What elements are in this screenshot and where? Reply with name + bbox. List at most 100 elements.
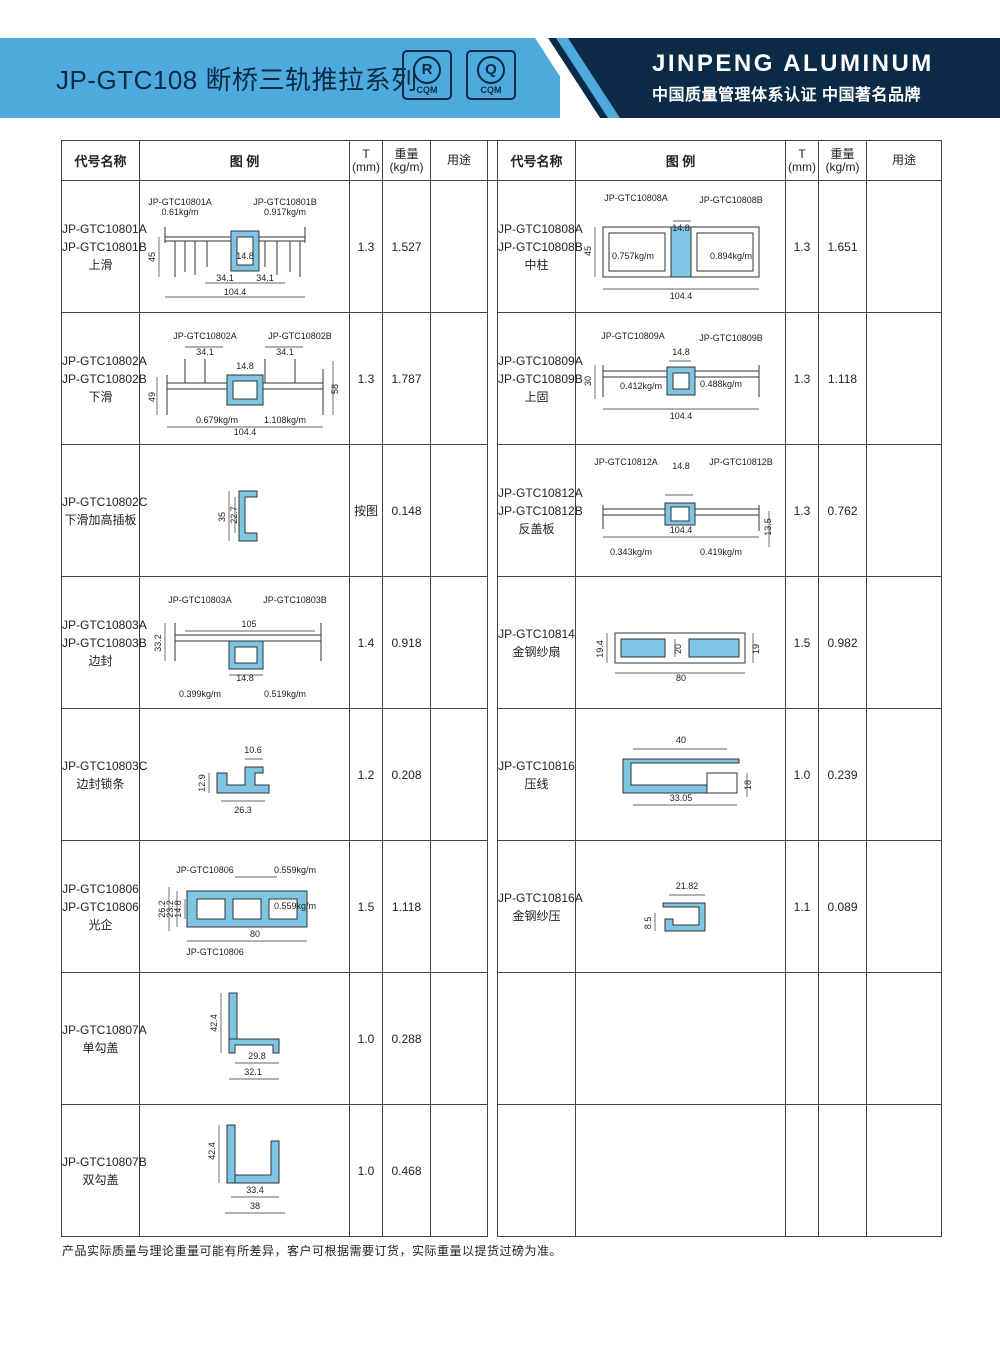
profile-code: 反盖板 xyxy=(518,521,555,536)
dimension-label: 49 xyxy=(147,391,157,401)
dimension-label: 8.5 xyxy=(643,916,653,929)
dimension-label: 0.894kg/m xyxy=(709,251,751,261)
dimension-label: JP-GTC10812B xyxy=(709,457,773,467)
dimension-label: 14.8 xyxy=(236,361,254,371)
thickness-value: 1.0 xyxy=(349,972,383,1105)
dimension-label: 105 xyxy=(241,619,256,629)
usage-value xyxy=(866,180,942,313)
thickness-value: 1.3 xyxy=(349,312,383,445)
header-usage-right: 用途 xyxy=(866,140,942,181)
profile-code: JP-GTC10806 xyxy=(62,881,139,896)
column-gap xyxy=(487,180,498,313)
weight-value: 1.787 xyxy=(382,312,431,445)
dimension-label: 12.9 xyxy=(197,774,207,792)
usage-value xyxy=(430,708,488,841)
dimension-label: 40 xyxy=(675,735,685,745)
header-drawing-left: 图 例 xyxy=(139,140,350,181)
thickness-value: 1.3 xyxy=(785,180,819,313)
profile-code: JP-GTC10812A xyxy=(498,485,583,500)
profile-code: 上固 xyxy=(524,389,549,404)
profile-code: JP-GTC10802B xyxy=(62,371,147,386)
header-t-unit: (mm) xyxy=(352,159,380,174)
profile-code: JP-GTC10802A xyxy=(62,353,147,368)
profile-code: JP-GTC10808A xyxy=(498,221,583,236)
column-gap xyxy=(487,972,498,1105)
cqm-q-certification-icon: Q CQM xyxy=(466,50,516,100)
dimension-label: 0.419kg/m xyxy=(699,547,741,557)
profile-drawing-cell xyxy=(575,972,786,1105)
usage-value xyxy=(866,576,942,709)
profile-code: JP-GTC10812B xyxy=(498,503,583,518)
profile-code: JP-GTC10809B xyxy=(498,371,583,386)
header-code-left: 代号名称 xyxy=(61,140,140,181)
profile-code: JP-GTC10801A xyxy=(62,221,147,236)
dimension-label: 104.4 xyxy=(669,411,692,421)
dimension-label: 14.8 xyxy=(672,347,690,357)
dimension-label: 45 xyxy=(147,251,157,261)
brand-tagline-chinese: 中国质量管理体系认证 中国著名品牌 xyxy=(652,87,921,104)
thickness-value: 1.5 xyxy=(785,576,819,709)
profile-code: 双勾盖 xyxy=(82,1172,119,1187)
dimension-label: JP-GTC10802B xyxy=(268,331,332,341)
weight-value xyxy=(818,972,867,1105)
weight-value: 1.118 xyxy=(382,840,431,973)
dimension-label: 1.108kg/m xyxy=(263,415,305,425)
dimension-label: JP-GTC10801A xyxy=(148,197,212,207)
weight-value: 1.651 xyxy=(818,180,867,313)
profile-code: JP-GTC10814 xyxy=(498,626,575,641)
profile-drawing: 42.429.832.1 xyxy=(209,992,279,1079)
cqm-r-caption: CQM xyxy=(416,85,438,95)
usage-value xyxy=(430,1104,488,1237)
dimension-label: 0.412kg/m xyxy=(619,381,661,391)
footnote: 产品实际质量与理论重量可能有所差异，客户可根据需要订货，实际重量以提货过磅为准。 xyxy=(62,1244,563,1258)
profile-code: JP-GTC10808B xyxy=(498,239,583,254)
usage-value xyxy=(430,576,488,709)
dimension-label: 32.1 xyxy=(244,1067,262,1077)
dimension-label: 23.2 xyxy=(165,900,175,918)
dimension-label: 33.05 xyxy=(669,793,692,803)
dimension-label: 104.4 xyxy=(669,525,692,535)
dimension-label: 0.343kg/m xyxy=(609,547,651,557)
usage-value xyxy=(430,972,488,1105)
header-banner: JP-GTC108 断桥三轨推拉系列 R CQM Q CQM JINPENG A… xyxy=(0,38,1000,118)
page-title: JP-GTC108 断桥三轨推拉系列 xyxy=(56,65,418,95)
table-header-row: 代号名称 图 例 T(mm) 重量(kg/m) 用途 代号名称 图 例 T(mm… xyxy=(61,140,942,181)
banner-dark-block xyxy=(548,38,1000,118)
usage-value xyxy=(866,840,942,973)
cqm-r-certification-icon: R CQM xyxy=(402,50,452,100)
thickness-value: 1.3 xyxy=(785,312,819,445)
dimension-label: 0.559kg/m xyxy=(273,865,315,875)
dimension-label: 0.519kg/m xyxy=(263,689,305,699)
dimension-label: 104.4 xyxy=(669,291,692,301)
usage-value xyxy=(866,444,942,577)
usage-value xyxy=(430,312,488,445)
weight-value: 0.239 xyxy=(818,708,867,841)
profile-code: 光企 xyxy=(88,917,113,932)
weight-value: 0.148 xyxy=(382,444,431,577)
dimension-label: 45 xyxy=(583,245,593,255)
header-weight-unit: (kg/m) xyxy=(825,159,860,174)
profile-code: 边封锁条 xyxy=(76,776,125,791)
dimension-label: 34.1 xyxy=(256,273,274,283)
profile-code: JP-GTC10816 xyxy=(498,758,575,773)
